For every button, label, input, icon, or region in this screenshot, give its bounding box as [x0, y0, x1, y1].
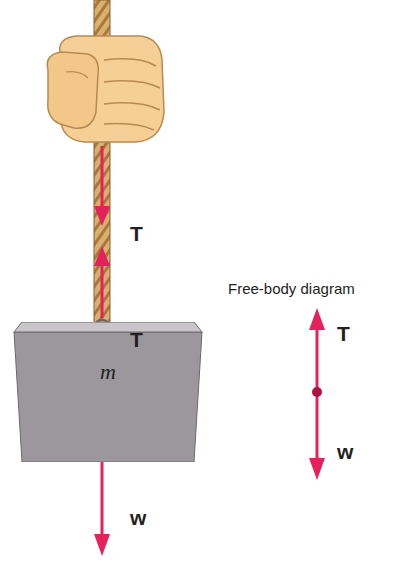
- weight-label: w: [130, 506, 146, 530]
- mass-block: m: [10, 322, 206, 462]
- free-body-arrows: [309, 308, 325, 480]
- tension-label: T: [130, 222, 143, 246]
- tension-label: T: [130, 328, 143, 352]
- tension-label: T: [337, 322, 350, 346]
- diagram-title: Free-body diagram: [228, 280, 355, 297]
- block-shape: [10, 322, 206, 462]
- weight-label: w: [337, 440, 353, 464]
- mass-label: m: [100, 359, 116, 385]
- hand: [47, 36, 164, 142]
